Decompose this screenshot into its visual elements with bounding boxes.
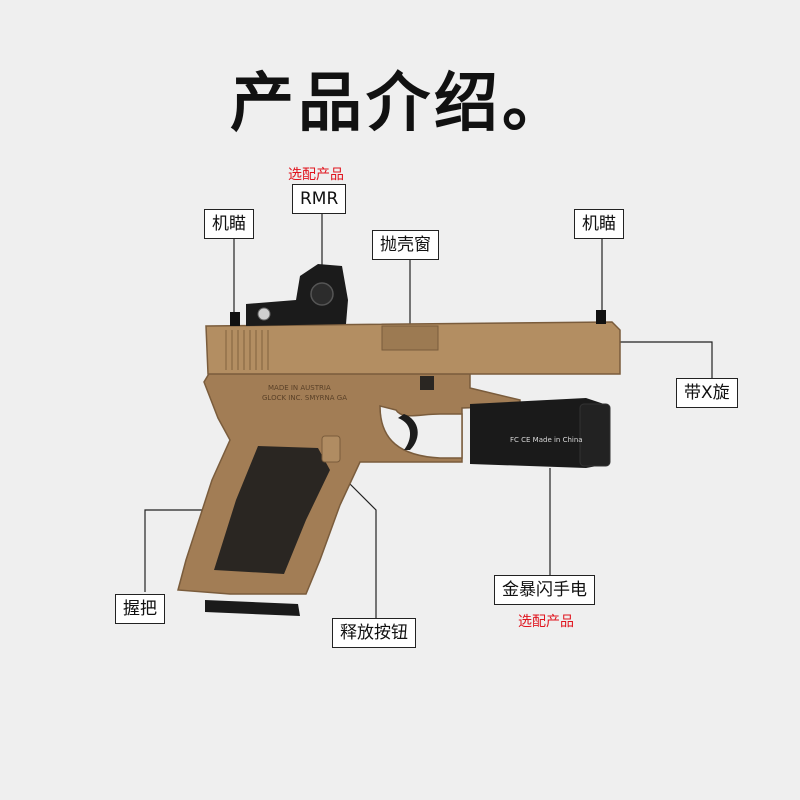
rmr-optic bbox=[246, 264, 348, 326]
ejection-port bbox=[381, 325, 439, 351]
svg-text:GLOCK INC. SMYRNA GA: GLOCK INC. SMYRNA GA bbox=[262, 394, 347, 402]
label-front-sight: 机瞄 bbox=[574, 209, 624, 239]
label-flashlight: 金暴闪手电 bbox=[494, 575, 595, 605]
label-release-button: 释放按钮 bbox=[332, 618, 416, 648]
rmr-optional-note: 选配产品 bbox=[288, 167, 344, 183]
page-title: 产品介绍。 bbox=[230, 67, 570, 141]
label-ejection-port: 抛壳窗 bbox=[372, 230, 439, 260]
trigger bbox=[398, 414, 418, 450]
grip-texture bbox=[214, 446, 330, 574]
flashlight-body bbox=[470, 398, 608, 468]
rear-sight bbox=[230, 312, 240, 326]
flashlight-optional-note: 选配产品 bbox=[518, 614, 574, 630]
magazine-release bbox=[321, 435, 341, 463]
label-rmr: RMR bbox=[292, 184, 347, 214]
leader-lines bbox=[144, 210, 713, 620]
magazine-base bbox=[205, 600, 300, 616]
label-rear-sight: 机瞄 bbox=[204, 209, 254, 239]
slide-stop bbox=[420, 376, 434, 390]
svg-text:MADE IN AUSTRIA: MADE IN AUSTRIA bbox=[268, 384, 331, 392]
svg-text:FC CE Made in China: FC CE Made in China bbox=[510, 436, 583, 444]
label-rail: 带X旋 bbox=[676, 378, 738, 408]
front-sight bbox=[596, 310, 606, 324]
label-grip: 握把 bbox=[115, 594, 165, 624]
